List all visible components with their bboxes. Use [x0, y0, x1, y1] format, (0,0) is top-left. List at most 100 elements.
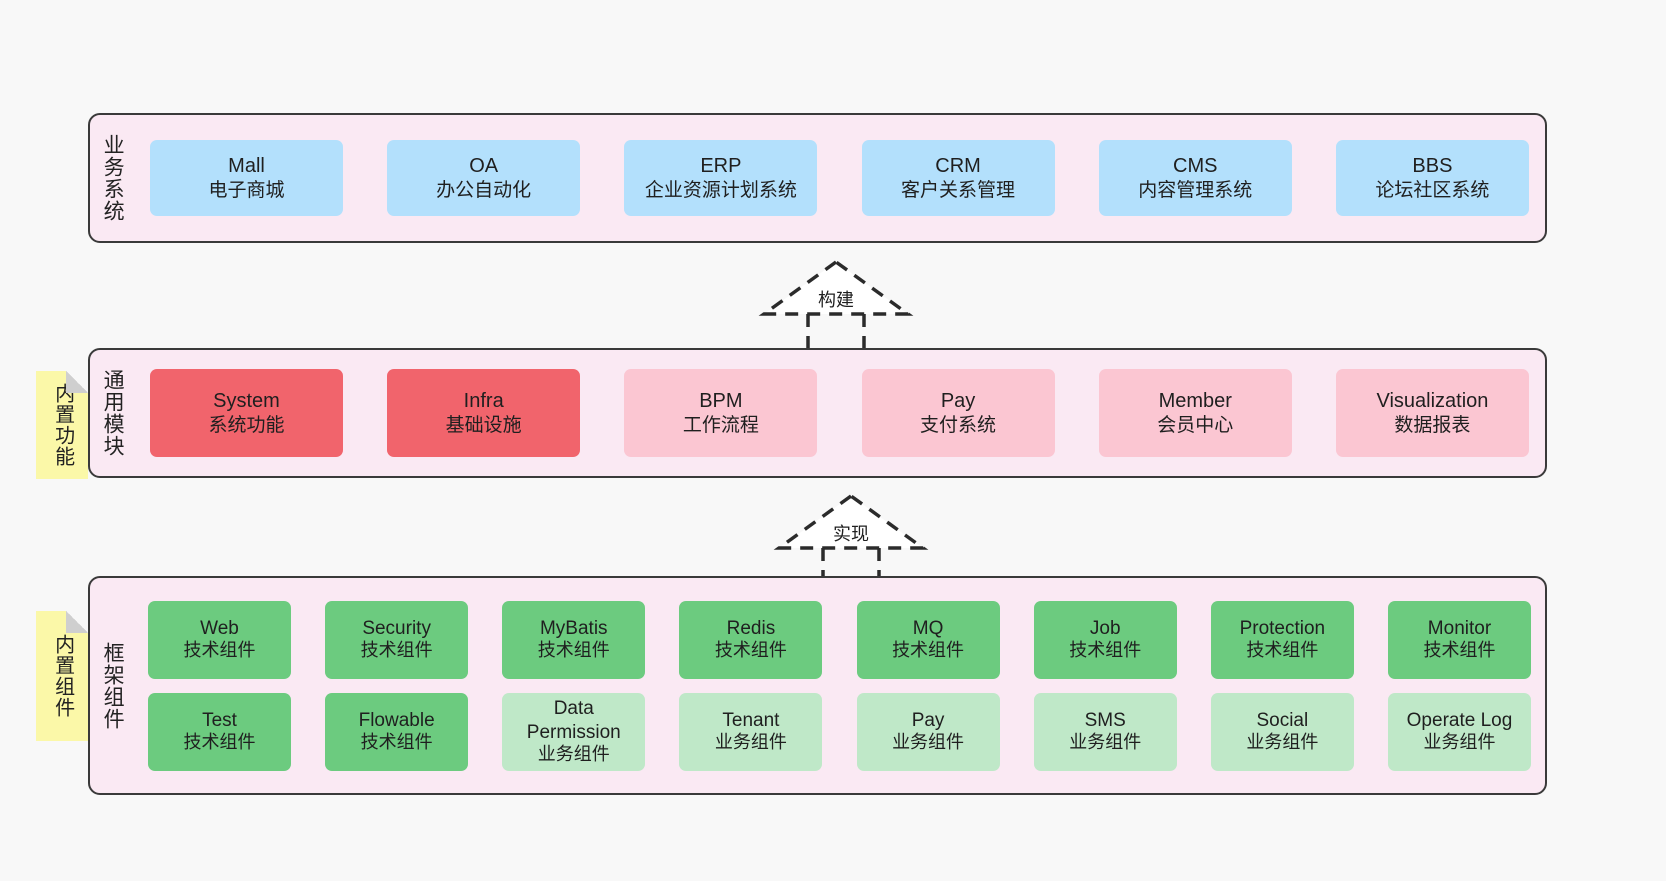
card-monitor[interactable]: Monitor 技术组件 [1387, 600, 1531, 679]
layer-title-framework: 框架组件 [101, 641, 125, 730]
card-web-en: Web [200, 617, 239, 639]
card-mybatis-cn: 技术组件 [537, 640, 610, 661]
card-erp[interactable]: ERP 企业资源计划系统 [624, 140, 818, 216]
layer-common-modules: 通用模块 System 系统功能 Infra 基础设施 BPM 工作流程 Pay… [88, 348, 1547, 478]
card-row-modules: System 系统功能 Infra 基础设施 BPM 工作流程 Pay 支付系统… [150, 369, 1529, 457]
card-erp-cn: 企业资源计划系统 [644, 179, 797, 201]
card-system-en: System [213, 390, 280, 413]
card-cms[interactable]: CMS 内容管理系统 [1098, 140, 1292, 216]
card-job-cn: 技术组件 [1069, 640, 1142, 661]
card-visualization[interactable]: Visualization 数据报表 [1335, 369, 1529, 457]
card-tenant-cn: 业务组件 [714, 732, 787, 753]
card-social[interactable]: Social 业务组件 [1210, 692, 1354, 771]
card-bbs-cn: 论坛社区系统 [1375, 179, 1490, 201]
card-flowable[interactable]: Flowable 技术组件 [325, 692, 469, 771]
card-visualization-en: Visualization [1376, 390, 1489, 413]
card-data-permission-en: Data Permission [526, 698, 621, 743]
card-system[interactable]: System 系统功能 [150, 369, 343, 457]
card-monitor-cn: 技术组件 [1423, 640, 1496, 661]
card-social-cn: 业务组件 [1246, 732, 1319, 753]
card-tenant[interactable]: Tenant 业务组件 [679, 692, 823, 771]
card-operate-log-cn: 业务组件 [1423, 732, 1496, 753]
card-data-permission[interactable]: Data Permission 业务组件 [502, 692, 646, 771]
card-mall[interactable]: Mall 电子商城 [150, 140, 343, 216]
card-mq-en: MQ [912, 617, 944, 639]
card-bpm[interactable]: BPM 工作流程 [624, 369, 818, 457]
card-crm-cn: 客户关系管理 [901, 179, 1016, 201]
card-mybatis[interactable]: MyBatis 技术组件 [502, 600, 646, 679]
connector-implement-label: 实现 [833, 524, 869, 544]
connector-build-label: 构建 [818, 290, 854, 310]
sticky-note-builtin-features-label: 内置功能 [51, 383, 74, 467]
card-mq[interactable]: MQ 技术组件 [856, 600, 1000, 679]
layer-framework-components: 框架组件 Web 技术组件 Security 技术组件 MyBatis 技术组件… [88, 576, 1547, 795]
card-row-business: Mall 电子商城 OA 办公自动化 ERP 企业资源计划系统 CRM 客户关系… [150, 140, 1529, 216]
card-social-en: Social [1256, 709, 1309, 731]
card-member-en: Member [1158, 390, 1232, 413]
card-protection-cn: 技术组件 [1246, 640, 1319, 661]
card-protection[interactable]: Protection 技术组件 [1210, 600, 1354, 679]
card-oa-en: OA [469, 155, 499, 178]
card-pay-module-cn: 支付系统 [920, 414, 997, 436]
card-operate-log-en: Operate Log [1406, 709, 1513, 731]
card-test-cn: 技术组件 [183, 732, 256, 753]
layer-body-framework: Web 技术组件 Security 技术组件 MyBatis 技术组件 Redi… [134, 578, 1545, 793]
connector-build: 构建 [746, 258, 926, 350]
card-redis-en: Redis [726, 617, 776, 639]
card-pay-component[interactable]: Pay 业务组件 [856, 692, 1000, 771]
card-cms-en: CMS [1173, 155, 1218, 178]
sticky-note-builtin-components-label: 内置组件 [51, 634, 74, 718]
card-redis-cn: 技术组件 [714, 640, 787, 661]
card-mq-cn: 技术组件 [892, 640, 965, 661]
card-member[interactable]: Member 会员中心 [1098, 369, 1292, 457]
card-pay-component-cn: 业务组件 [892, 732, 965, 753]
card-infra-en: Infra [463, 390, 504, 413]
card-web[interactable]: Web 技术组件 [148, 600, 291, 679]
card-protection-en: Protection [1239, 617, 1326, 639]
card-erp-en: ERP [700, 155, 742, 178]
card-mall-cn: 电子商城 [208, 179, 285, 201]
card-pay-module-en: Pay [940, 390, 976, 413]
layer-title-business: 业务系统 [101, 134, 125, 222]
card-test[interactable]: Test 技术组件 [148, 692, 291, 771]
card-mybatis-en: MyBatis [539, 617, 608, 639]
card-bpm-en: BPM [699, 390, 743, 413]
card-cms-cn: 内容管理系统 [1138, 179, 1253, 201]
card-mall-en: Mall [228, 155, 265, 178]
card-crm[interactable]: CRM 客户关系管理 [861, 140, 1055, 216]
layer-business-systems: 业务系统 Mall 电子商城 OA 办公自动化 ERP 企业资源计划系统 CRM… [88, 113, 1547, 243]
card-oa[interactable]: OA 办公自动化 [387, 140, 581, 216]
card-security[interactable]: Security 技术组件 [325, 600, 469, 679]
sticky-note-builtin-features: 内置功能 [36, 371, 88, 479]
card-oa-cn: 办公自动化 [436, 179, 532, 201]
card-security-en: Security [362, 617, 431, 639]
card-test-en: Test [202, 709, 237, 731]
card-bpm-cn: 工作流程 [682, 414, 759, 436]
card-pay-module[interactable]: Pay 支付系统 [861, 369, 1055, 457]
card-sms[interactable]: SMS 业务组件 [1033, 692, 1177, 771]
layer-title-modules: 通用模块 [101, 369, 125, 457]
generalization-arrowhead-implement [773, 493, 929, 550]
connector-implement: 实现 [761, 492, 941, 584]
card-sms-en: SMS [1084, 709, 1126, 731]
card-security-cn: 技术组件 [360, 640, 433, 661]
card-flowable-cn: 技术组件 [360, 732, 433, 753]
card-crm-en: CRM [935, 155, 981, 178]
card-job[interactable]: Job 技术组件 [1033, 600, 1177, 679]
card-bbs[interactable]: BBS 论坛社区系统 [1335, 140, 1529, 216]
card-row-framework-business: Test 技术组件 Flowable 技术组件 Data Permission … [148, 692, 1531, 771]
card-web-cn: 技术组件 [183, 640, 256, 661]
card-pay-component-en: Pay [911, 709, 945, 731]
connector-stem-build [806, 314, 866, 350]
card-flowable-en: Flowable [358, 709, 435, 731]
card-operate-log[interactable]: Operate Log 业务组件 [1387, 692, 1531, 771]
card-infra[interactable]: Infra 基础设施 [387, 369, 581, 457]
card-redis[interactable]: Redis 技术组件 [679, 600, 823, 679]
card-sms-cn: 业务组件 [1069, 732, 1142, 753]
card-infra-cn: 基础设施 [445, 414, 522, 436]
layer-body-business: Mall 电子商城 OA 办公自动化 ERP 企业资源计划系统 CRM 客户关系… [134, 115, 1545, 241]
card-member-cn: 会员中心 [1157, 414, 1234, 436]
generalization-arrowhead-build [758, 259, 914, 316]
card-bbs-en: BBS [1412, 155, 1453, 178]
